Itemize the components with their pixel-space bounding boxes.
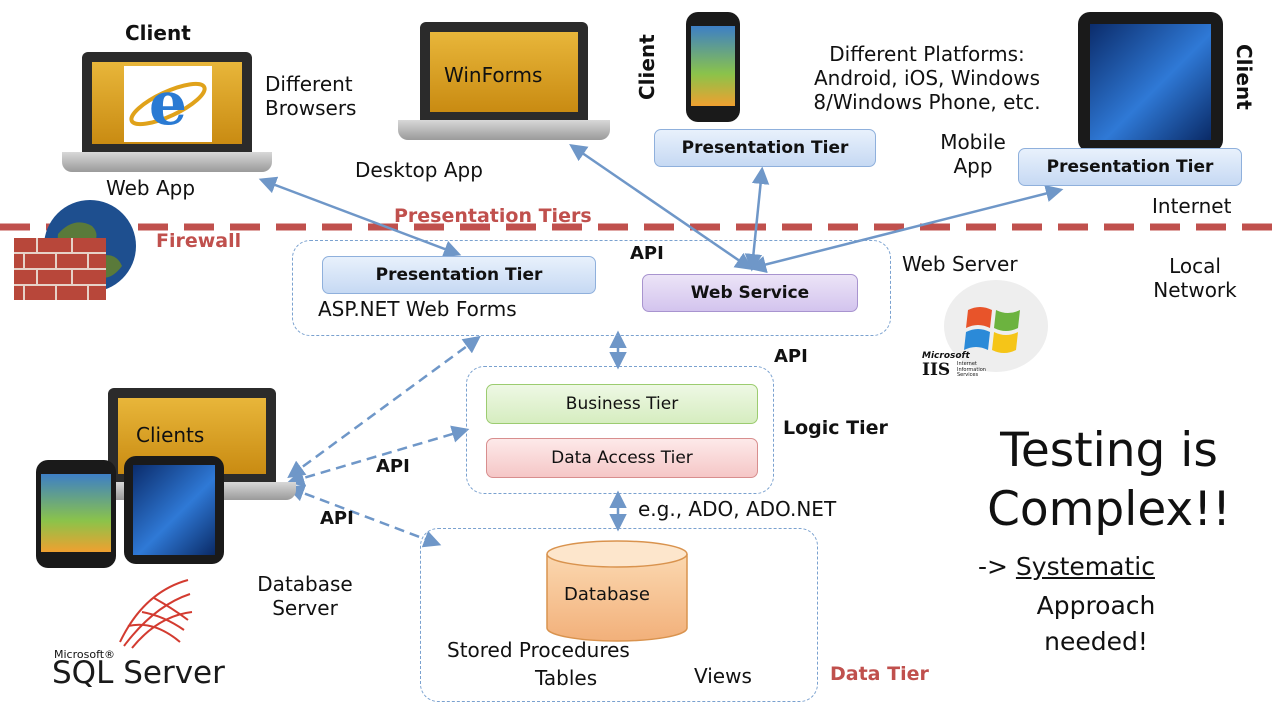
systematic-line: -> Systematic (978, 552, 1155, 582)
smartphone-icon (36, 460, 116, 568)
clients-label: Clients (136, 423, 205, 447)
sql-server-logo-icon (119, 579, 193, 649)
client-label-top-left: Client (125, 21, 191, 45)
desktop-app-label: Desktop App (355, 158, 483, 182)
logic-tier-label: Logic Tier (783, 417, 888, 439)
presentation-tiers-label: Presentation Tiers (394, 205, 592, 227)
local-network-label: Local Network (1153, 254, 1237, 302)
mobile-app-label: Mobile App (940, 130, 1006, 178)
sql-server-label: SQL Server (52, 655, 225, 691)
web-app-label: Web App (106, 176, 196, 200)
database-label: Database (564, 584, 650, 605)
web-server-zone (292, 240, 891, 336)
database-cylinder-icon (546, 540, 688, 642)
arrow-webapp-presentation (258, 176, 462, 258)
web-service-box: Web Service (642, 274, 858, 312)
iis-subtitle-label: Internet Information Services (957, 361, 986, 378)
firewall-label: Firewall (156, 230, 242, 252)
stored-procedures-label: Stored Procedures (447, 638, 630, 662)
smartphone-icon (686, 12, 740, 122)
logic-tier-zone (466, 366, 774, 494)
data-tier-zone (420, 528, 818, 702)
arrow-clients-logic (286, 425, 470, 487)
laptop-icon: e (62, 52, 272, 178)
different-browsers-label: Different Browsers (265, 72, 357, 120)
brick-wall-icon (14, 238, 106, 300)
tables-label: Tables (535, 666, 598, 690)
sql-microsoft-label: Microsoft® (54, 648, 116, 661)
data-access-tier-box: Data Access Tier (486, 438, 758, 478)
api-label-top: API (630, 243, 664, 264)
different-platforms-label: Different Platforms: Android, iOS, Windo… (813, 42, 1041, 114)
api-label-left-1: API (376, 456, 410, 477)
business-tier-box: Business Tier (486, 384, 758, 424)
arrow-text: -> (978, 552, 1008, 581)
presentation-tier-phone: Presentation Tier (654, 129, 876, 167)
asp-net-label: ASP.NET Web Forms (318, 297, 517, 321)
database-server-label: Database Server (257, 572, 353, 620)
api-label-middle: API (774, 346, 808, 367)
laptop-icon (398, 22, 610, 144)
tablet-icon (124, 456, 224, 564)
arrow-desktop-webservice (569, 144, 753, 270)
client-label-phone: Client (635, 34, 659, 100)
winforms-label: WinForms (444, 63, 543, 87)
iis-microsoft-label: Microsoft (922, 351, 970, 361)
internet-label: Internet (1152, 194, 1232, 218)
data-tier-label: Data Tier (830, 663, 929, 685)
windows-logo-icon (944, 280, 1048, 372)
systematic-text: Systematic (1015, 552, 1155, 581)
svg-text:e: e (149, 69, 187, 139)
testing-complex-heading: Testing is Complex!! (987, 423, 1231, 537)
views-label: Views (694, 664, 752, 688)
ie-browser-icon: e (124, 66, 212, 142)
client-label-tablet: Client (1232, 44, 1256, 110)
arrow-tablet-webservice (748, 184, 1064, 274)
iis-label: IIS (922, 360, 951, 380)
presentation-tier-server: Presentation Tier (322, 256, 596, 294)
approach-needed-text: Approach needed! (1036, 591, 1156, 657)
api-label-left-2: API (320, 508, 354, 529)
presentation-tier-tablet: Presentation Tier (1018, 148, 1242, 186)
ado-label: e.g., ADO, ADO.NET (638, 497, 837, 521)
arrow-clients-data (286, 484, 442, 548)
web-server-label: Web Server (902, 252, 1018, 276)
tablet-icon (1078, 12, 1223, 152)
